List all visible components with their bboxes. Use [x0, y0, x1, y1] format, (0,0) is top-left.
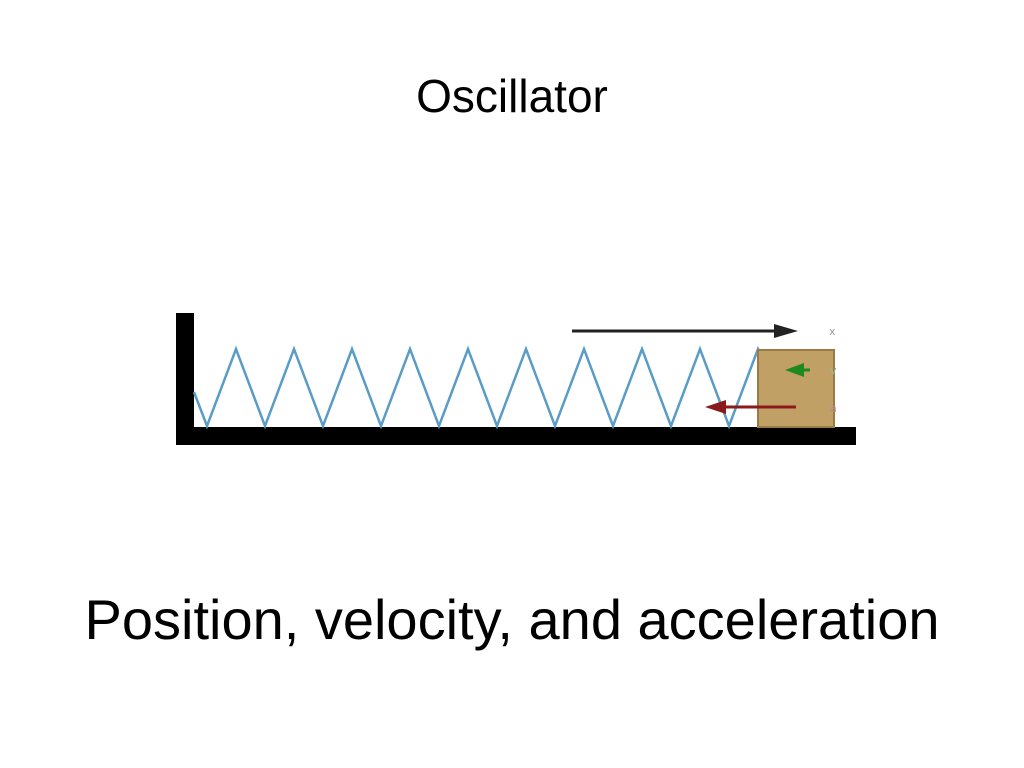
wall — [176, 313, 194, 445]
acceleration-arrow-head — [705, 400, 726, 414]
acceleration-label: a — [830, 402, 837, 415]
mass-block — [757, 349, 835, 428]
slide-subtitle: Position, velocity, and acceleration — [84, 588, 940, 651]
velocity-label: v — [830, 364, 837, 377]
spring — [192, 345, 768, 430]
position-label: x — [829, 325, 836, 338]
slide-title: Oscillator — [416, 70, 608, 122]
floor — [176, 427, 856, 445]
velocity-arrow-head — [785, 363, 804, 377]
position-arrow-head — [774, 324, 798, 338]
